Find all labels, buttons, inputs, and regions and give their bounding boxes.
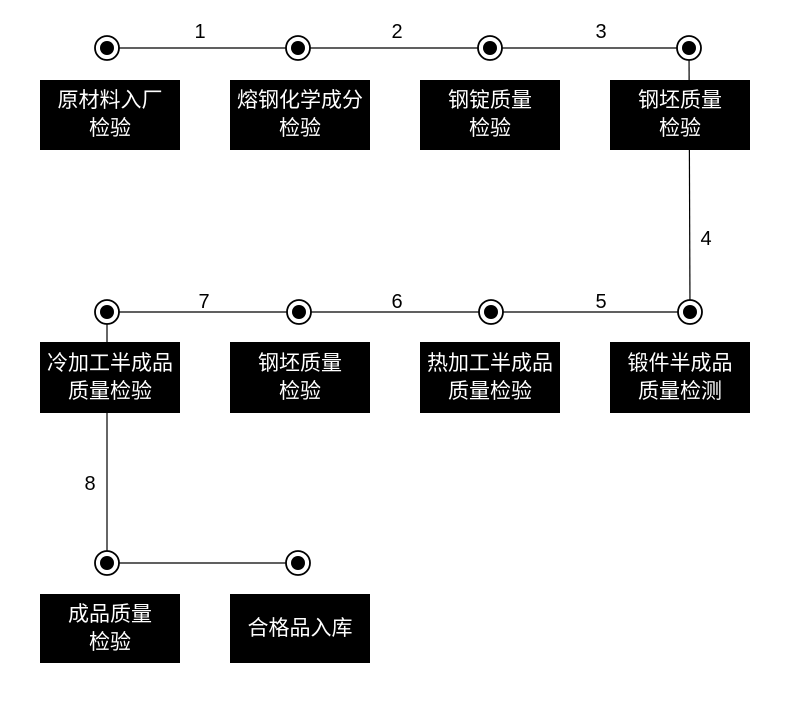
- connector-node-icon: [285, 35, 311, 61]
- process-box: 锻件半成品 质量检测: [610, 342, 750, 413]
- process-box-label: 成品质量 检验: [68, 602, 152, 654]
- edge-sequence-label: 1: [194, 21, 205, 43]
- edge-sequence-label: 5: [595, 291, 606, 313]
- process-box-label: 熔钢化学成分 检验: [237, 89, 363, 140]
- process-box-label: 原材料入厂 检验: [57, 89, 163, 140]
- process-box: 钢坯质量 检验: [230, 342, 370, 413]
- process-box: 热加工半成品 质量检验: [420, 342, 560, 413]
- connector-node-icon: [94, 35, 120, 61]
- connector-node-icon: [285, 550, 311, 576]
- connector-node-icon: [477, 35, 503, 61]
- edge-sequence-label: 8: [84, 473, 95, 495]
- process-box-label: 钢坯质量 检验: [258, 351, 342, 403]
- process-box-label: 合格品入库: [247, 616, 353, 640]
- connector-node-icon: [676, 35, 702, 61]
- process-box: 熔钢化学成分 检验: [230, 80, 370, 150]
- process-box-label: 钢坯质量 检验: [638, 89, 722, 140]
- process-box-label: 冷加工半成品 质量检验: [47, 351, 173, 403]
- connector-node-icon: [286, 299, 312, 325]
- process-box: 原材料入厂 检验: [40, 80, 180, 150]
- process-box: 冷加工半成品 质量检验: [40, 342, 180, 413]
- edge-sequence-label: 6: [391, 291, 402, 313]
- edge-sequence-label: 3: [595, 21, 606, 43]
- process-box: 成品质量 检验: [40, 594, 180, 663]
- process-box: 钢坯质量 检验: [610, 80, 750, 150]
- process-box: 钢锭质量 检验: [420, 80, 560, 150]
- process-box: 合格品入库: [230, 594, 370, 663]
- edge-sequence-label: 2: [391, 21, 402, 43]
- connector-node-icon: [478, 299, 504, 325]
- process-box-label: 钢锭质量 检验: [448, 89, 532, 140]
- process-box-label: 热加工半成品 质量检验: [427, 351, 553, 403]
- process-box-label: 锻件半成品 质量检测: [627, 351, 733, 403]
- connector-node-icon: [677, 299, 703, 325]
- connector-node-icon: [94, 550, 120, 576]
- edge-sequence-label: 7: [198, 291, 209, 313]
- connector-node-icon: [94, 299, 120, 325]
- edge-sequence-label: 4: [700, 228, 711, 250]
